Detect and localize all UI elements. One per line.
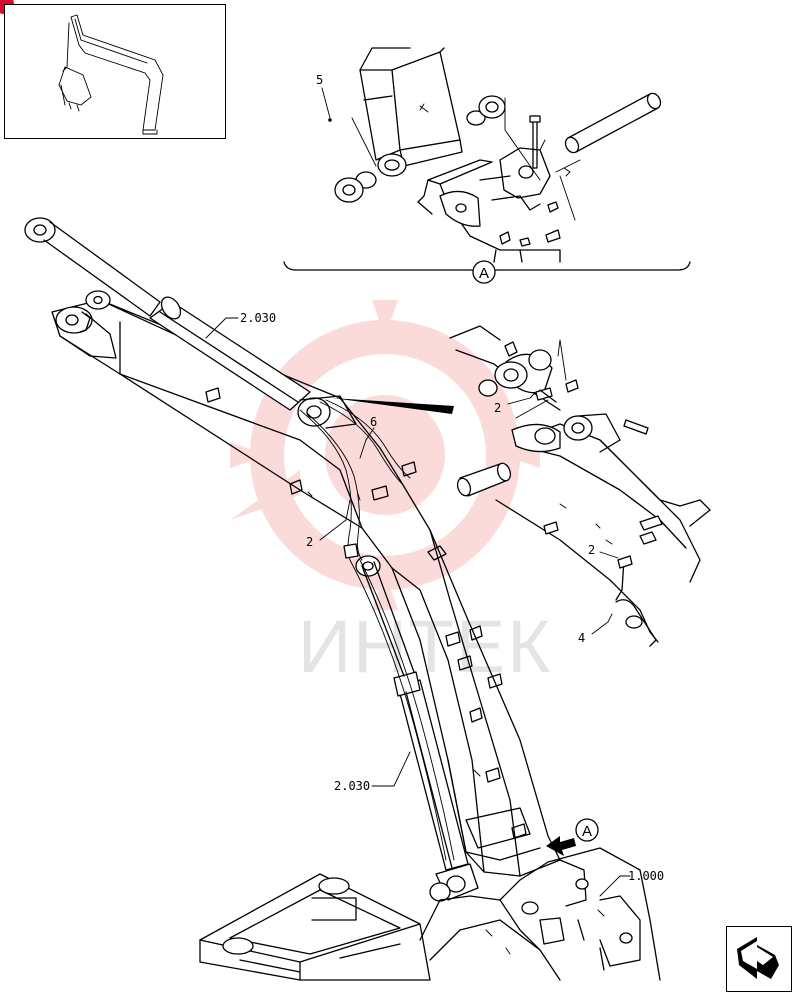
callout-5-leader bbox=[321, 87, 331, 119]
callout-1000: 1.000 bbox=[628, 869, 664, 883]
overview-thumbnail[interactable] bbox=[4, 4, 226, 139]
callout-2030-top: 2.030 bbox=[240, 311, 276, 325]
callout-2030-bottom: 2.030 bbox=[334, 779, 370, 793]
detail-pointer-wedge bbox=[332, 398, 454, 414]
detail-boom-head-part bbox=[449, 325, 711, 647]
view-a-arrow bbox=[546, 836, 576, 856]
arm-cylinder-part bbox=[24, 217, 357, 429]
boom-bracket-set bbox=[205, 387, 527, 839]
callout-2030-bottom-leader bbox=[371, 751, 411, 787]
callout-5: 5 bbox=[316, 73, 323, 87]
callout-6-leader bbox=[359, 427, 375, 459]
callout-6: 6 bbox=[370, 415, 377, 429]
callout-2-left: 2 bbox=[306, 535, 313, 549]
callout-2030-top-leader bbox=[205, 317, 239, 339]
excavator-arm-thumbnail-icon bbox=[58, 14, 164, 135]
next-page-button[interactable] bbox=[726, 926, 792, 992]
detail-mount-bracket-part bbox=[417, 97, 581, 263]
callout-2-left-leader bbox=[319, 499, 351, 541]
detail-bolt-part bbox=[529, 115, 571, 177]
callout-2-right-bottom: 2 bbox=[588, 543, 595, 557]
callout-2-right-top: 2 bbox=[494, 401, 501, 415]
view-a-label-bottom: A bbox=[582, 823, 592, 840]
view-a-marker-bottom bbox=[575, 818, 599, 842]
detail-arm-end-part bbox=[334, 47, 506, 203]
callout-2-right-bottom-leader bbox=[599, 551, 619, 559]
callout-1000-leader bbox=[599, 875, 631, 897]
next-page-arrow-icon bbox=[737, 937, 779, 979]
callout-5-dot bbox=[328, 118, 332, 122]
callout-4: 4 bbox=[578, 631, 585, 645]
callout-4-leader bbox=[591, 613, 613, 635]
detail-boom-pin-part bbox=[456, 462, 512, 497]
watermark-text: ИНТЕК bbox=[298, 605, 552, 688]
hydraulic-hose-set bbox=[299, 399, 455, 861]
machine-frame-part bbox=[199, 847, 661, 981]
view-a-label-top: A bbox=[479, 265, 489, 282]
view-a-marker-top bbox=[472, 260, 496, 284]
callout-2-right-top-leader bbox=[507, 391, 537, 405]
detail-pin-part bbox=[564, 92, 662, 154]
boom-cylinder-part bbox=[361, 561, 479, 902]
